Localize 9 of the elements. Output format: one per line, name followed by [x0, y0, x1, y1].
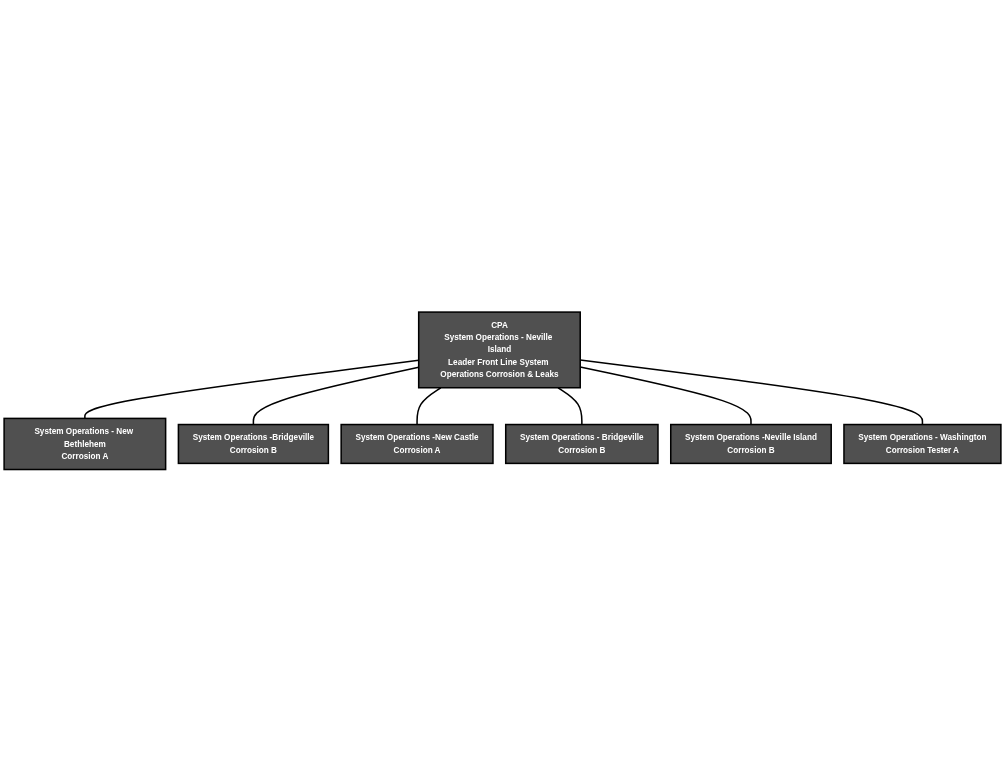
- node-box: CPA System Operations - Neville Island Leader Front Line System Operations Corrosion & Leaks: [417, 311, 581, 389]
- node-box: System Operations - Washington Corrosion Tester A: [843, 423, 1002, 465]
- connector: [557, 387, 583, 426]
- node-box: System Operations - Bridgeville Corrosion B: [504, 423, 659, 465]
- node-box: System Operations - New Bethlehem Corrosion A: [3, 417, 167, 471]
- node-box: System Operations -Neville Island Corrosion B: [670, 423, 832, 465]
- connector: [416, 387, 442, 426]
- node-box: System Operations -Bridgeville Corrosion B: [177, 423, 330, 465]
- node-box: System Operations -New Castle Corrosion A: [340, 423, 494, 465]
